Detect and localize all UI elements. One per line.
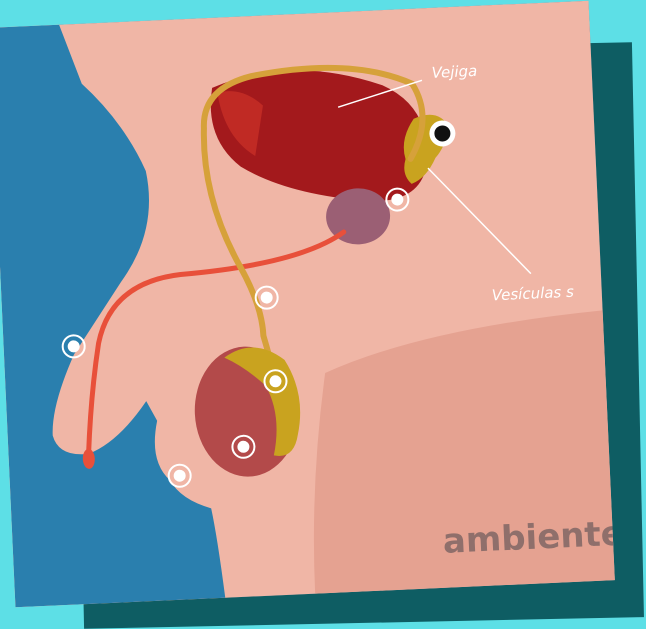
bladder-label: Vejiga [431, 62, 477, 82]
vesicles-label: Vesículas s [491, 283, 574, 305]
anatomy-card: Vejiga Vesículas s ambientec [0, 1, 615, 608]
anatomy-diagram: Vejiga Vesículas s ambientec [0, 1, 615, 608]
watermark-text: ambientec [442, 513, 615, 562]
